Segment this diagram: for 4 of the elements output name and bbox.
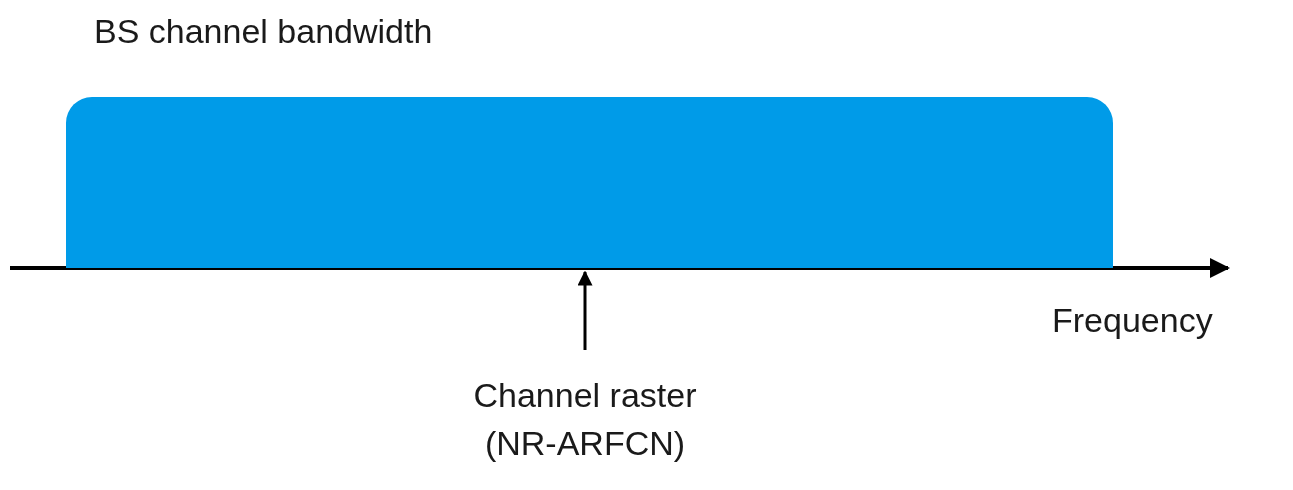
band-title: BS channel bandwidth [94, 11, 433, 52]
raster-label: Channel raster (NR-ARFCN) [472, 375, 698, 464]
axis-label: Frequency [1052, 300, 1213, 341]
arrow [577, 270, 593, 350]
